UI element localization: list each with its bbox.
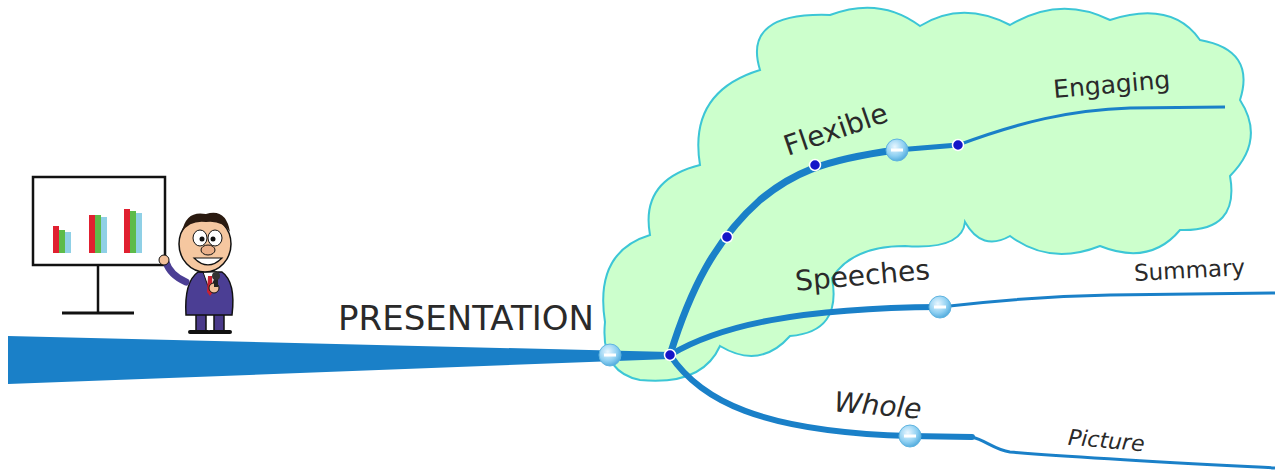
branch-label: Speeches [794,256,931,296]
branch-line [670,307,940,355]
branch-line [940,293,1275,307]
collapse-button [929,296,951,318]
collapse-button [599,344,621,366]
cloud-boundary [603,8,1251,381]
branch-label: Whole [833,388,923,424]
collapse-button [886,139,908,161]
branch-line [670,150,897,355]
branch-label: Picture [1067,427,1145,456]
branch-line [670,355,972,437]
branch-label: Summary [1134,256,1246,285]
handle-dot [665,140,964,361]
branch-line [958,107,1225,145]
central-topic: PRESENTATION [338,301,594,335]
collapse-button [899,425,921,447]
presenter-illustration [33,177,233,332]
main-trunk [8,336,670,384]
